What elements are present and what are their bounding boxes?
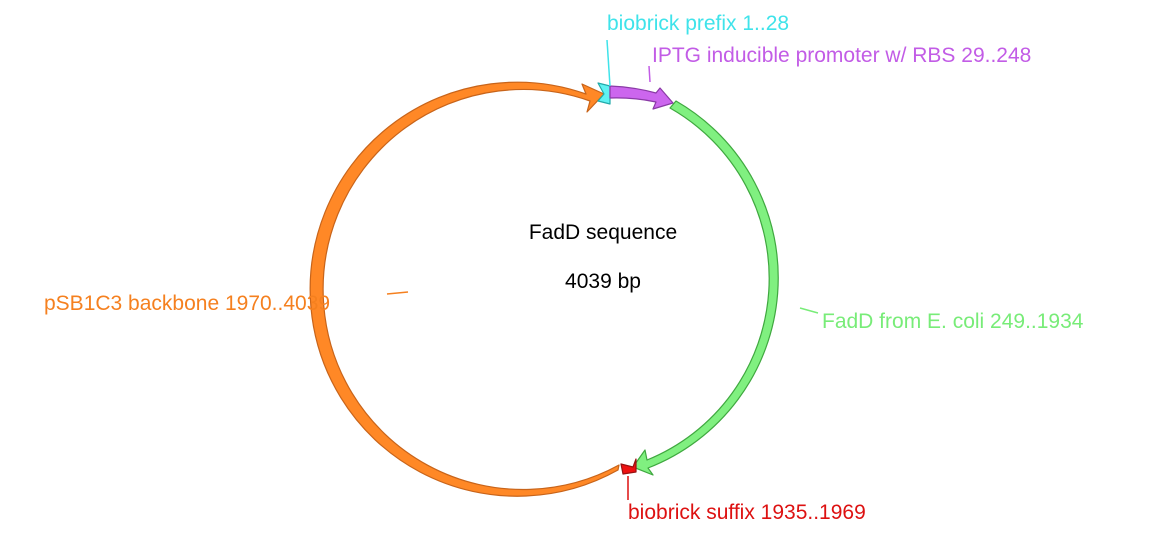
leader-line-biobrick-prefix: [606, 39, 611, 87]
feature-arc-biobrick-prefix[interactable]: [597, 82, 611, 105]
feature-label-fadd-coli: FadD from E. coli 249..1934: [822, 310, 1084, 333]
leader-line-psb1c3-backbone: [386, 291, 409, 295]
feature-label-biobrick-suffix: biobrick suffix 1935..1969: [628, 501, 866, 524]
feature-arc-fadd-coli[interactable]: [632, 100, 779, 476]
leader-line-fadd-coli: [799, 307, 819, 314]
feature-label-iptg-promoter: IPTG inducible promoter w/ RBS 29..248: [652, 44, 1031, 67]
feature-arc-iptg-promoter[interactable]: [609, 85, 674, 110]
feature-arc-biobrick-suffix[interactable]: [620, 458, 637, 475]
leader-line-iptg-promoter: [648, 65, 651, 83]
map-length: 4039 bp: [565, 270, 641, 293]
feature-label-psb1c3-backbone: pSB1C3 backbone 1970..4039: [44, 292, 330, 315]
feature-label-biobrick-prefix: biobrick prefix 1..28: [607, 12, 789, 35]
map-name: FadD sequence: [529, 221, 677, 244]
